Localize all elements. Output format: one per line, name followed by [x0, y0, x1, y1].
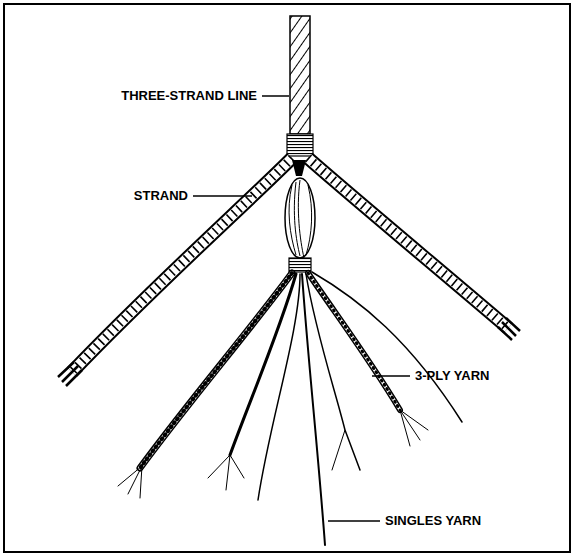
part-label: THREE-STRAND LINE — [121, 88, 257, 104]
part-label: STRAND — [134, 188, 188, 204]
three-strand-line — [290, 16, 310, 134]
leader-lines — [193, 96, 410, 521]
yarns — [118, 272, 462, 545]
part-label: SINGLES YARN — [385, 513, 481, 529]
left-strand — [58, 158, 292, 386]
frame — [4, 4, 570, 552]
middle-strand — [285, 160, 315, 272]
part-label: 3-PLY YARN — [415, 368, 489, 384]
right-strand — [308, 158, 520, 340]
whipping — [287, 134, 313, 156]
